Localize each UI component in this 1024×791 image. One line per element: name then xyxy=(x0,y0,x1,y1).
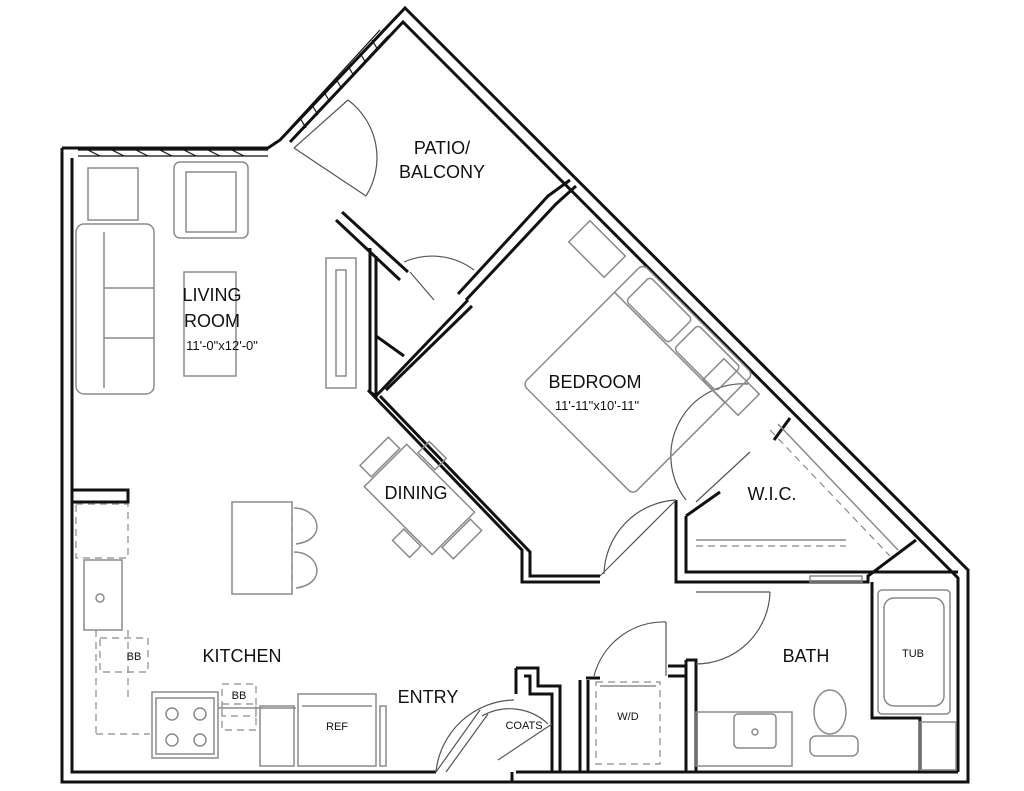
room-labels: PATIO/ BALCONY LIVING ROOM 11'-0"x12'-0"… xyxy=(182,138,829,707)
kitchen-island xyxy=(231,501,318,595)
living-label-line1: LIVING xyxy=(182,285,241,305)
fixture-labels: TUB COATS W/D REF BB BB xyxy=(127,648,924,733)
exterior-walls xyxy=(60,5,970,784)
ref-label: REF xyxy=(326,721,348,733)
tub-label: TUB xyxy=(902,648,924,660)
dining-furniture xyxy=(358,436,483,560)
bath-fixtures xyxy=(695,575,957,771)
kitchen-counters xyxy=(75,503,387,767)
bedroom-furniture xyxy=(524,219,761,493)
wd-closet xyxy=(595,681,661,765)
bath-label: BATH xyxy=(783,646,830,666)
living-dimensions: 11'-0"x12'-0" xyxy=(186,338,258,353)
window-glazing xyxy=(78,29,389,157)
wd-label: W/D xyxy=(617,711,638,723)
patio-label-line1: PATIO/ xyxy=(414,138,470,158)
wic-label: W.I.C. xyxy=(748,484,797,504)
bb-lower-label: BB xyxy=(232,690,247,702)
doors xyxy=(293,99,771,773)
bedroom-dimensions: 11'-11"x10'-11" xyxy=(555,398,640,413)
interior-walls xyxy=(70,178,958,774)
patio-label-line2: BALCONY xyxy=(399,162,485,182)
living-room-furniture xyxy=(75,161,357,395)
bedroom-label: BEDROOM xyxy=(548,372,641,392)
kitchen-label: KITCHEN xyxy=(202,646,281,666)
coats-label: COATS xyxy=(505,720,542,732)
entry-label: ENTRY xyxy=(398,687,459,707)
bb-upper-label: BB xyxy=(127,651,142,663)
dining-label: DINING xyxy=(385,483,448,503)
living-label-line2: ROOM xyxy=(184,311,240,331)
wic-shelving xyxy=(696,423,899,557)
